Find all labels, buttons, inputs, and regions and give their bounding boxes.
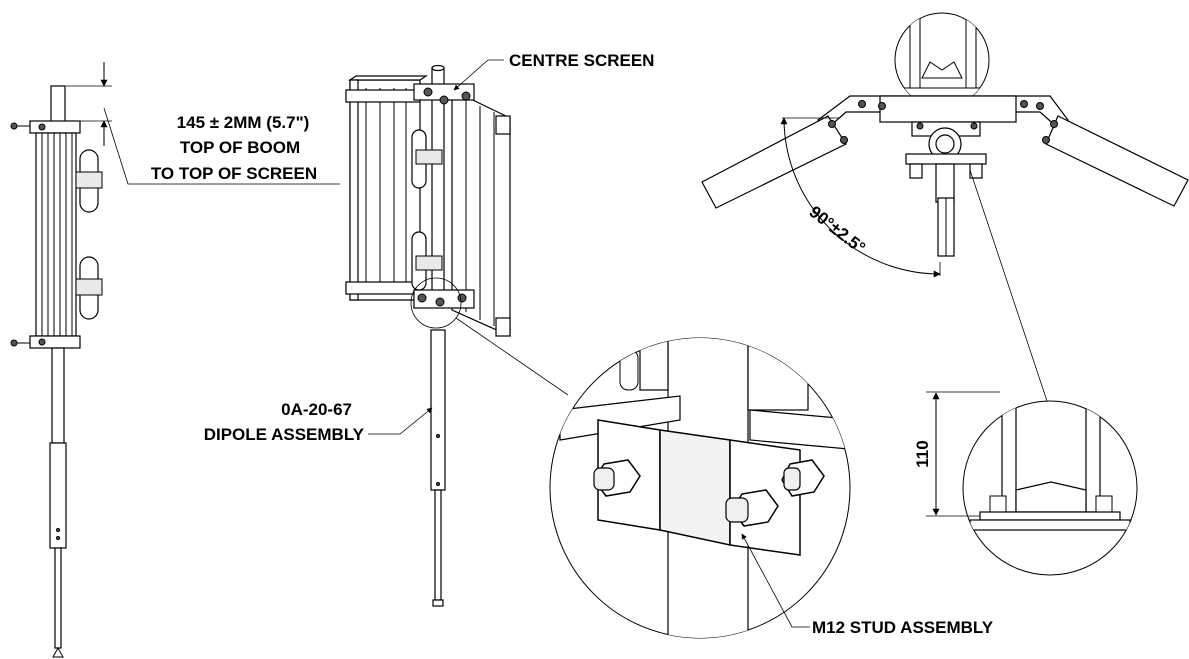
centre-screen-callout: CENTRE SCREEN [453,51,654,91]
dipole-part-number: 0A-20-67 [281,400,352,419]
side-view-dipole [10,85,103,658]
height-detail-view [962,400,1138,576]
stud-callout: M12 STUD ASSEMBLY [741,533,994,637]
dipole-assembly-callout: 0A-20-67 DIPOLE ASSEMBLY [204,400,433,444]
top-view-screen [701,12,1189,257]
offset-label-3: TO TOP OF SCREEN [151,164,317,183]
dipole-assembly-label: DIPOLE ASSEMBLY [204,425,365,444]
height-dimension: 110 [913,391,1000,517]
stud-detail-view [549,337,851,639]
height-label: 110 [913,440,932,467]
offset-label-1: 145 ± 2MM (5.7") [177,113,310,132]
offset-label-2: TOP OF BOOM [180,138,300,157]
detail-leader [969,169,1049,405]
isometric-view-dipole [345,64,569,607]
centre-screen-label: CENTRE SCREEN [509,51,654,70]
offset-dimension: 145 ± 2MM (5.7") TOP OF BOOM TO TOP OF S… [66,62,340,185]
stud-label: M12 STUD ASSEMBLY [812,618,994,637]
angle-label: 90°±2.5° [806,202,869,257]
